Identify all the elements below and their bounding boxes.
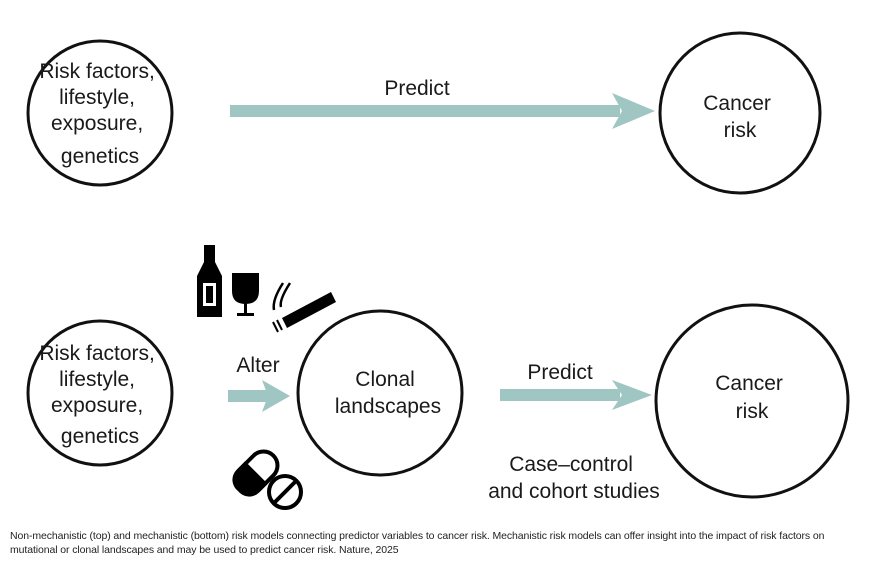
alter-label: Alter (236, 354, 279, 377)
bottom-cancer-risk-node (654, 303, 850, 499)
alter-arrow (228, 380, 290, 412)
bottom-predict-label: Predict (527, 361, 593, 384)
bottom-risk-factors-label: Risk factors, lifestyle, exposure, genet… (39, 342, 160, 448)
bottom-predict-arrow (500, 380, 652, 410)
top-risk-factors-node (26, 39, 174, 187)
top-predict-arrow (230, 93, 655, 129)
prohibited-tablet-icon (267, 474, 303, 510)
figure-caption: Non-mechanistic (top) and mechanistic (b… (10, 530, 825, 556)
pill-capsule-icon (232, 449, 280, 497)
top-risk-factors-label: Risk factors, lifestyle, exposure, genet… (39, 60, 160, 168)
wine-bottle-icon (197, 245, 222, 317)
top-predict-label: Predict (384, 77, 450, 100)
bottom-risk-factors-node (26, 319, 174, 467)
bottom-cancer-risk-label: Cancer risk (715, 372, 789, 423)
clonal-landscapes-label: Clonal landscapes (335, 368, 441, 418)
wine-glass-icon (232, 273, 259, 316)
study-type-label: Case–control and cohort studies (488, 453, 660, 503)
top-cancer-risk-label: Cancer risk (703, 92, 777, 142)
cigarette-icon (272, 282, 336, 333)
top-cancer-risk-node (658, 31, 822, 195)
clonal-landscapes-node (296, 309, 464, 477)
